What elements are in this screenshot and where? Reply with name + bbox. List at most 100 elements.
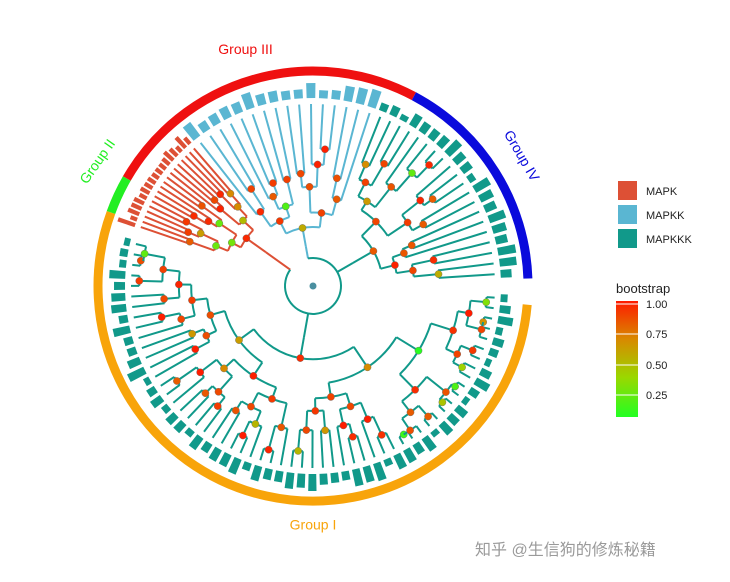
bootstrap-node [190, 212, 198, 220]
tree-branch [423, 419, 431, 427]
tree-branch [437, 262, 494, 272]
group-label: Group I [290, 517, 337, 533]
tip-bar [139, 186, 151, 196]
tree-branch [229, 123, 270, 200]
tree-branch [211, 407, 234, 439]
tree-branch [220, 412, 241, 444]
bootstrap-node [458, 363, 466, 372]
tree-branch [230, 432, 240, 449]
tree-branch [310, 103, 313, 165]
tree-branch [445, 397, 453, 405]
tree-branch [280, 402, 288, 428]
tree-branch [431, 157, 444, 170]
tip-bar [412, 441, 426, 455]
tip-bar [343, 85, 355, 103]
tree-branch [219, 208, 240, 226]
bootstrap-node [294, 447, 302, 455]
bootstrap-node [231, 406, 240, 415]
bootstrap-node [201, 389, 210, 398]
tip-bar [403, 447, 417, 464]
tree-branch [131, 293, 164, 298]
tip-bar [188, 434, 204, 451]
tip-bar [117, 217, 136, 228]
bootstrap-node [283, 175, 291, 184]
bootstrap-node [400, 249, 408, 257]
tree-branch [274, 107, 292, 179]
tip-bar [446, 412, 460, 427]
tree-branch [265, 251, 291, 271]
bootstrap-node [275, 217, 284, 225]
bootstrap-node [363, 415, 372, 424]
tip-bar [478, 367, 493, 380]
bootstrap-node [363, 363, 372, 372]
group-ring [93, 66, 533, 506]
tip-bar [138, 192, 148, 201]
tip-bar [399, 113, 410, 123]
tip-bar [436, 134, 451, 150]
tree-branch [412, 220, 484, 250]
bootstrap-node [175, 280, 183, 289]
tip-bar [129, 215, 138, 222]
tree-branch [154, 195, 194, 219]
tree-branch [433, 251, 493, 265]
tip-bar [367, 88, 382, 109]
bootstrap-node [298, 224, 307, 232]
tree-branch [132, 302, 165, 309]
tip-bar [293, 89, 303, 99]
tip-bar [160, 403, 172, 415]
tip-bar [161, 157, 171, 167]
bootstrap-node [247, 402, 255, 411]
tree-branch [135, 243, 147, 248]
tree-branch [328, 429, 335, 467]
tip-bar [162, 150, 175, 162]
bootstrap-node [269, 192, 277, 201]
bootstrap-node [361, 178, 370, 187]
tip-bar [109, 269, 126, 279]
tip-bar [250, 464, 263, 482]
bootstrap-node [411, 385, 419, 394]
tip-bar [127, 207, 141, 217]
tree-branch [240, 118, 271, 185]
tree-branch [250, 188, 265, 210]
tip-bar [168, 147, 179, 158]
bootstrap-legend-title: bootstrap [616, 281, 670, 296]
tree-branch [176, 366, 198, 382]
tip-bar [308, 473, 317, 491]
tip-bar [483, 357, 493, 368]
tip-bar [318, 90, 329, 99]
bootstrap-node [140, 249, 149, 258]
tree-branch [438, 273, 495, 279]
tree-branch [486, 296, 495, 299]
bootstrap-node [198, 202, 206, 210]
tree-branch [135, 320, 163, 329]
tree-branch [386, 130, 411, 167]
tree-branch [269, 450, 275, 464]
bootstrap-node [406, 426, 414, 435]
tip-bar [494, 326, 504, 336]
bootstrap-node [135, 277, 144, 285]
bootstrap-node [235, 336, 243, 344]
tree-branch [286, 105, 299, 175]
tree-branch [138, 323, 184, 339]
bootstrap-node [409, 266, 417, 275]
tree-branch [415, 425, 422, 434]
tree-branch [374, 186, 392, 208]
tip-bar [330, 472, 340, 484]
tip-bar [494, 233, 509, 245]
tree-branch [209, 135, 249, 192]
tree-branch [163, 181, 202, 209]
tip-bar [119, 248, 129, 258]
tree-branch [484, 316, 493, 320]
bootstrap-node [321, 145, 329, 154]
bootstrap-node [434, 270, 443, 278]
bootstrap-node [380, 159, 388, 168]
bootstrap-node [227, 238, 236, 247]
tip-bar [207, 112, 221, 127]
tree-branch [361, 116, 382, 164]
tree-branch [463, 362, 476, 370]
tree-branch [179, 389, 204, 412]
tree-branch [145, 336, 195, 359]
bootstrap-node [233, 202, 242, 211]
tree-branch [285, 179, 294, 205]
